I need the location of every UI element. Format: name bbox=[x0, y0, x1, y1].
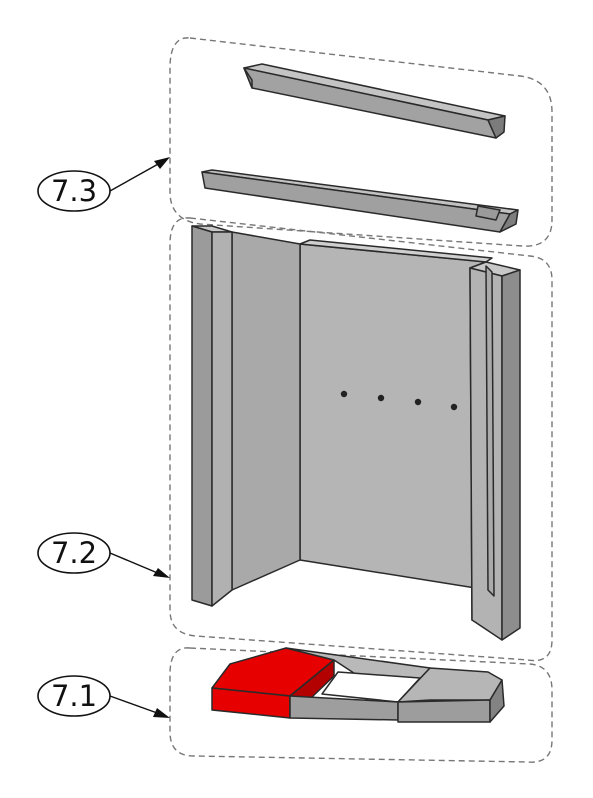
group-7-2 bbox=[169, 217, 553, 662]
back-wall-hole bbox=[377, 394, 385, 402]
floor-plate-highlighted bbox=[211, 647, 335, 719]
floor-plate-right bbox=[397, 667, 505, 723]
lower-baffle-plate bbox=[201, 169, 519, 233]
back-wall-hole bbox=[340, 390, 348, 398]
back-wall-hole bbox=[414, 398, 422, 406]
left-side-wall bbox=[191, 225, 301, 607]
floor-plate-center bbox=[285, 647, 431, 721]
back-wall-panel bbox=[299, 239, 493, 591]
group-7-1 bbox=[169, 647, 553, 763]
callout-7-1: 7.1 bbox=[37, 675, 170, 718]
group-7-3 bbox=[169, 37, 553, 247]
callout-7-1-label: 7.1 bbox=[51, 679, 97, 713]
group-7-1-boundary bbox=[169, 647, 553, 763]
right-side-wall bbox=[469, 261, 521, 641]
group-7-2-boundary bbox=[169, 217, 553, 662]
back-wall-hole bbox=[450, 403, 458, 411]
callout-7-2: 7.2 bbox=[37, 532, 170, 578]
callout-7-3-label: 7.3 bbox=[51, 174, 97, 208]
callout-7-2-label: 7.2 bbox=[51, 536, 97, 570]
callout-7-3: 7.3 bbox=[37, 157, 170, 212]
upper-baffle-plate bbox=[243, 63, 506, 139]
